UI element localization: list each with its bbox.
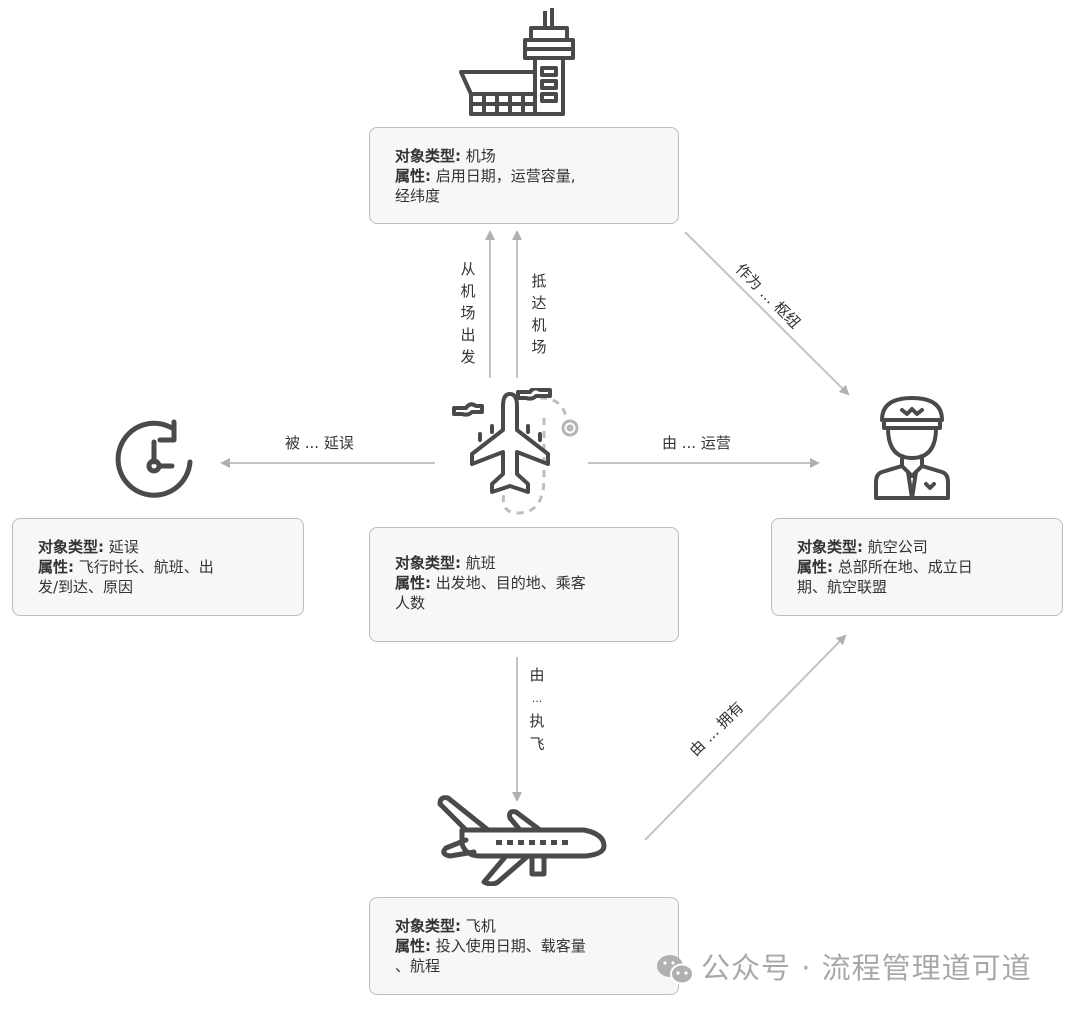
attrs-label: 属性:: [395, 574, 431, 592]
label-flown: 由 ... 执 飞: [528, 664, 546, 756]
attrs-label: 属性:: [395, 937, 431, 955]
attrs-value: 启用日期，运营容量,: [435, 167, 576, 185]
label-char: 场: [460, 304, 476, 322]
attrs-value-cont: 经纬度: [395, 187, 441, 205]
label-char: 执: [529, 712, 545, 730]
type-value: 延误: [108, 538, 139, 556]
label-char: 机: [531, 316, 547, 334]
attrs-label: 属性:: [797, 558, 833, 576]
attrs-value-cont: 、航程: [395, 957, 441, 975]
attrs-value-cont: 期、航空联盟: [797, 578, 888, 596]
edge-hub: [684, 231, 850, 396]
attrs-value: 总部所在地、成立日: [837, 558, 973, 576]
type-value: 航空公司: [867, 538, 928, 556]
label-delayed: 被 ... 延误: [285, 434, 354, 452]
type-value: 航班: [465, 554, 496, 572]
label-depart: 从 机 场 出 发: [459, 258, 477, 368]
label-char: 达: [531, 294, 547, 312]
type-label: 对象类型:: [395, 917, 461, 935]
label-char: ...: [531, 692, 543, 705]
attrs-value-cont: 人数: [395, 594, 426, 612]
attrs-label: 属性:: [395, 167, 431, 185]
label-char: 由: [529, 666, 545, 684]
airplane-icon: [437, 795, 607, 886]
watermark: 公众号 · 流程管理道可道: [655, 945, 1032, 987]
label-char: 机: [460, 282, 476, 300]
flight-route-icon: [452, 388, 579, 515]
attrs-label: 属性:: [38, 558, 74, 576]
airport-tower-icon: [459, 8, 575, 116]
type-label: 对象类型:: [395, 147, 461, 165]
type-value: 飞机: [465, 917, 496, 935]
card-airport: 对象类型: 机场 属性: 启用日期，运营容量, 经纬度: [369, 127, 679, 224]
label-char: 抵: [531, 272, 547, 290]
card-airline: 对象类型: 航空公司 属性: 总部所在地、成立日 期、航空联盟: [771, 518, 1063, 616]
clock-refresh-icon: [115, 419, 193, 498]
type-label: 对象类型:: [797, 538, 863, 556]
label-operated: 由 ... 运营: [662, 434, 731, 452]
label-char: 飞: [529, 735, 545, 753]
watermark-text: 公众号 · 流程管理道可道: [701, 951, 1032, 985]
wechat-icon: [657, 955, 694, 985]
attrs-value-cont: 发/到达、原因: [38, 578, 134, 596]
card-flight: 对象类型: 航班 属性: 出发地、目的地、乘客 人数: [369, 527, 679, 642]
type-value: 机场: [465, 147, 496, 165]
edge-owned: [644, 634, 847, 841]
label-char: 出: [460, 326, 476, 344]
card-aircraft: 对象类型: 飞机 属性: 投入使用日期、载客量 、航程: [369, 897, 679, 995]
attrs-value: 出发地、目的地、乘客: [435, 574, 586, 592]
attrs-value: 投入使用日期、载客量: [435, 937, 586, 955]
label-char: 从: [460, 260, 476, 278]
label-arrive: 抵 达 机 场: [530, 270, 548, 358]
type-label: 对象类型:: [38, 538, 104, 556]
label-char: 场: [531, 338, 547, 356]
type-label: 对象类型:: [395, 554, 461, 572]
attrs-value: 飞行时长、航班、出: [78, 558, 214, 576]
label-char: 发: [460, 348, 476, 366]
card-delay: 对象类型: 延误 属性: 飞行时长、航班、出 发/到达、原因: [12, 518, 304, 616]
pilot-icon: [874, 396, 950, 500]
